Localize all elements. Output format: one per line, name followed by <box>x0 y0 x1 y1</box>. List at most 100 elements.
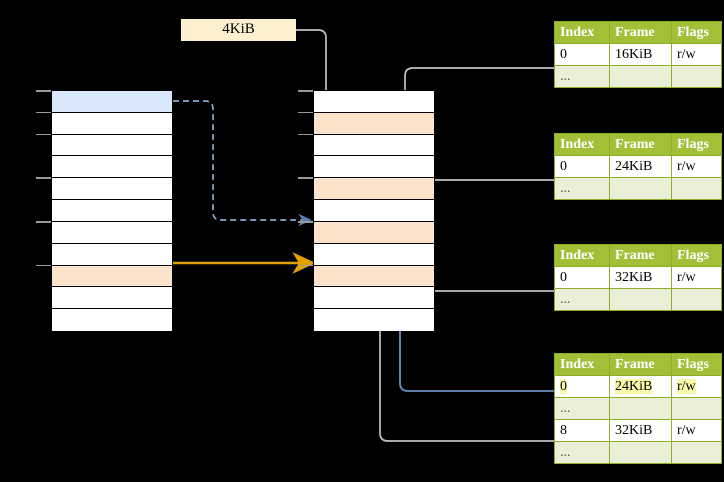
cell-index: ... <box>554 397 610 420</box>
virtual-cell-row-4[interactable] <box>52 178 172 201</box>
column-header-flags: Flags <box>671 244 722 267</box>
virtual-cell-row-7[interactable] <box>52 243 172 266</box>
column-header-frame: Frame <box>609 21 672 44</box>
wire-table1-to-physical <box>398 67 556 182</box>
cell-index: ... <box>554 65 610 88</box>
cell-frame <box>609 397 672 420</box>
column-header-frame: Frame <box>609 244 672 267</box>
physical-cell-row-4[interactable] <box>314 178 434 201</box>
cell-flags: r/w <box>671 419 722 442</box>
column-header-flags: Flags <box>671 353 722 376</box>
cell-frame <box>609 288 672 311</box>
virtual-cell-tick-8 <box>36 264 51 267</box>
physical-cell-row-1[interactable] <box>314 112 434 135</box>
highlighted-value: 24KiB <box>615 378 653 394</box>
cell-index: ... <box>554 288 610 311</box>
cell-flags <box>671 397 722 420</box>
cell-index: ... <box>554 441 610 464</box>
virtual-cell-row-3[interactable] <box>52 156 172 179</box>
column-header-frame: Frame <box>609 353 672 376</box>
physical-cell-tick-1 <box>298 111 313 114</box>
virtual-cell-tick-6 <box>36 220 51 223</box>
cell-frame: 32KiB <box>609 266 672 289</box>
table-row[interactable]: 0 24KiB r/w <box>554 375 722 398</box>
physical-cell-row-6[interactable] <box>314 221 434 244</box>
cell-flags: r/w <box>671 266 722 289</box>
cell-flags <box>671 65 722 88</box>
physical-cell-tick-8 <box>298 264 313 267</box>
virtual-cell-row-10[interactable] <box>52 309 172 331</box>
column-header-index: Index <box>554 244 610 267</box>
cell-frame: 24KiB <box>609 155 672 178</box>
column-header-index: Index <box>554 133 610 156</box>
physical-cell-row-10[interactable] <box>314 309 434 331</box>
cell-frame: 16KiB <box>609 43 672 66</box>
cell-index: 0 <box>554 375 610 398</box>
table-row-ellipsis[interactable]: ... <box>554 177 722 200</box>
column-header-flags: Flags <box>671 21 722 44</box>
physical-cell-row-3[interactable] <box>314 156 434 179</box>
cell-flags: r/w <box>671 375 722 398</box>
physical-cell-row-7[interactable] <box>314 243 434 266</box>
virtual-cell-tick-0 <box>36 90 51 92</box>
virtual-cell-row-5[interactable] <box>52 200 172 222</box>
cell-frame <box>609 177 672 200</box>
physical-cell-tick-2 <box>298 133 313 136</box>
cell-index: 8 <box>554 419 610 442</box>
virtual-cell-row-8[interactable] <box>52 265 172 288</box>
cell-frame <box>609 441 672 464</box>
wire-virtual-to-physical-dashed <box>173 100 312 227</box>
table-row-ellipsis[interactable]: ... <box>554 397 722 420</box>
virtual-cell-row-2[interactable] <box>52 134 172 157</box>
virtual-cell-row-9[interactable] <box>52 287 172 310</box>
column-header-index: Index <box>554 21 610 44</box>
wire-pagesize-to-physical <box>296 29 333 117</box>
cell-index: 0 <box>554 43 610 66</box>
highlighted-value: r/w <box>677 378 696 394</box>
virtual-cell-tick-4 <box>36 177 51 179</box>
wire-table3-to-physical <box>420 261 556 292</box>
cell-frame: 24KiB <box>609 375 672 398</box>
cell-flags: r/w <box>671 43 722 66</box>
virtual-cell-row-1[interactable] <box>52 112 172 135</box>
physical-memory-column[interactable] <box>313 90 435 331</box>
page-size-label: 4KiB <box>181 19 296 41</box>
wire-table4-row8-to-physical <box>373 267 556 442</box>
physical-cell-tick-0 <box>298 90 313 92</box>
virtual-cell-row-0[interactable] <box>52 91 172 113</box>
table-row-ellipsis[interactable]: ... <box>554 441 722 464</box>
cell-flags <box>671 441 722 464</box>
table-row-ellipsis[interactable]: ... <box>554 288 722 311</box>
cell-index: 0 <box>554 266 610 289</box>
virtual-address-column[interactable] <box>51 90 173 331</box>
virtual-cell-row-6[interactable] <box>52 221 172 244</box>
column-header-flags: Flags <box>671 133 722 156</box>
physical-cell-row-5[interactable] <box>314 200 434 222</box>
highlighted-value: 0 <box>560 378 567 394</box>
virtual-cell-tick-2 <box>36 133 51 136</box>
wire-table4-row0-to-physical <box>393 220 556 392</box>
cell-index: 0 <box>554 155 610 178</box>
wire-table2-to-physical <box>420 179 556 225</box>
physical-cell-row-8[interactable] <box>314 265 434 288</box>
physical-cell-row-9[interactable] <box>314 287 434 310</box>
column-header-index: Index <box>554 353 610 376</box>
cell-flags: r/w <box>671 155 722 178</box>
table-row-ellipsis[interactable]: ... <box>554 65 722 88</box>
virtual-cell-tick-1 <box>36 111 51 114</box>
physical-cell-row-0[interactable] <box>314 91 434 113</box>
cell-index: ... <box>554 177 610 200</box>
physical-cell-row-2[interactable] <box>314 134 434 157</box>
